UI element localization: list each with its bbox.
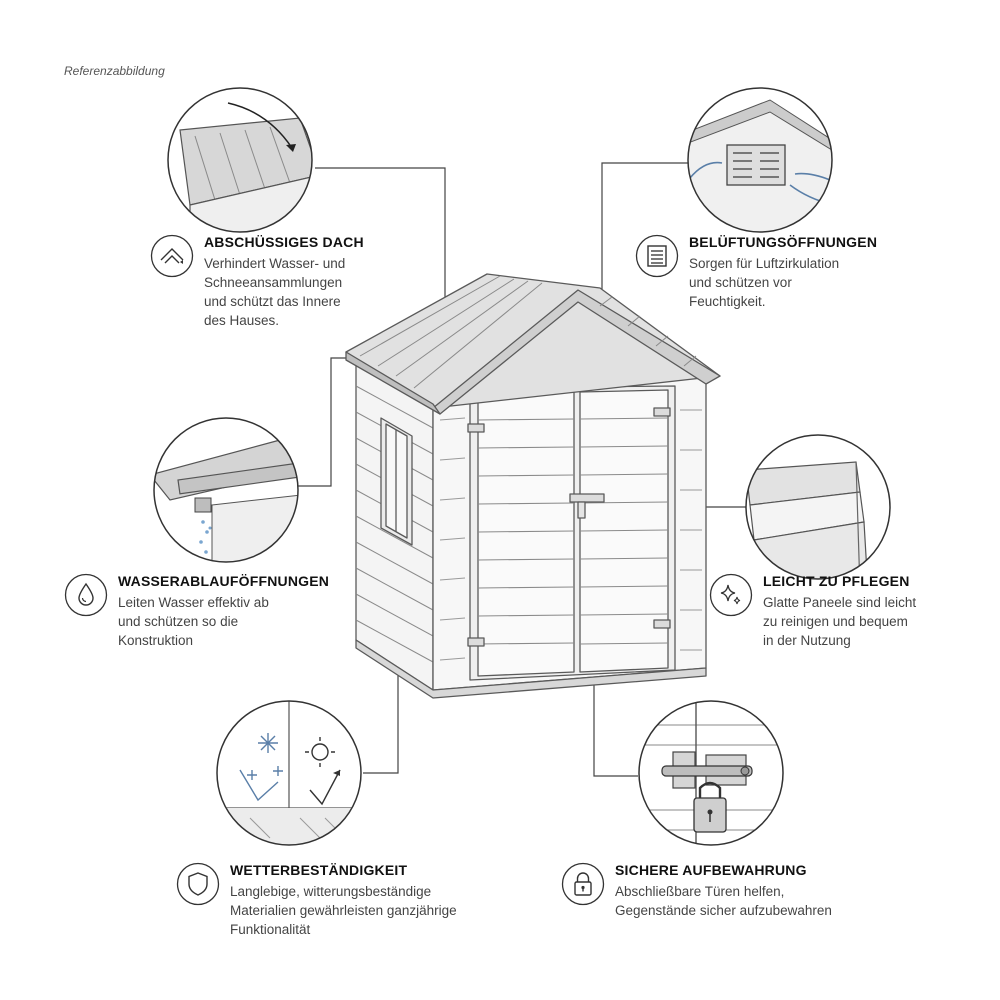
detail-vent (687, 87, 833, 233)
feature-description: Abschließbare Türen helfen, Gegenstände … (615, 884, 832, 918)
callout-lines (296, 162, 746, 777)
detail-weather (216, 700, 362, 846)
feature-description: Sorgen für Luftzirkulation und schützen … (689, 256, 840, 309)
feature-title: BELÜFTUNGSÖFFNUNGEN (689, 234, 878, 250)
lock-icon (561, 862, 605, 906)
feature-title: LEICHT ZU PFLEGEN (763, 573, 910, 589)
feature-title: WETTERBESTÄNDIGKEIT (230, 862, 408, 878)
feature-title: ABSCHÜSSIGES DACH (204, 234, 364, 250)
feature-title: SICHERE AUFBEWAHRUNG (615, 862, 807, 878)
feature-title: WASSERABLAUFÖFFNUNGEN (118, 573, 330, 589)
sparkle-icon (709, 573, 753, 617)
feature-description: Verhindert Wasser- und Schneeansammlunge… (204, 256, 346, 328)
water-drop-icon (64, 573, 108, 617)
feature-description: Langlebige, witterungsbeständige Materia… (230, 884, 457, 937)
shield-icon (176, 862, 220, 906)
detail-gutter (153, 417, 299, 563)
feature-description: Glatte Paneele sind leicht zu reinigen u… (763, 595, 917, 648)
reference-label: Referenzabbildung (64, 64, 165, 78)
detail-panel (745, 434, 891, 580)
detail-lock (638, 700, 784, 846)
vent-icon (635, 234, 679, 278)
feature-description: Leiten Wasser effektiv ab und schützen s… (118, 595, 269, 648)
roof-icon (150, 234, 194, 278)
shed-drawing (345, 273, 721, 699)
detail-roof (167, 87, 313, 233)
